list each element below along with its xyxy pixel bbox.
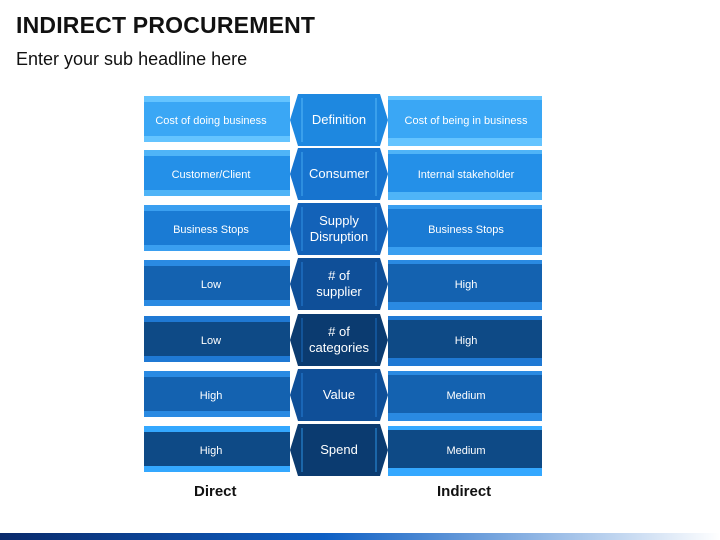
criteria-hexagon: Supply Disruption [290,203,388,255]
criteria-hexagon: # of categories [290,314,388,366]
indirect-column-label: Indirect [437,483,492,500]
criteria-label: # of categories [309,324,369,355]
direct-column-label: Direct [194,483,237,500]
comparison-row: Cost of doing business Cost of being in b… [144,94,542,146]
criteria-label: Consumer [309,166,369,181]
criteria-label: # of supplier [316,268,362,299]
criteria-hexagon: Consumer [290,148,388,200]
comparison-row: High Medium Value [144,369,542,421]
comparison-row: Low High # of supplier [144,258,542,310]
row-band [144,426,542,476]
comparison-row: Low High # of categories [144,314,542,366]
row-band [144,316,542,366]
direct-value: High [199,445,223,457]
row-band [144,96,542,146]
indirect-value: Business Stops [428,224,504,236]
indirect-value: Internal stakeholder [417,169,515,181]
row-band [144,371,542,421]
direct-value: Low [200,335,222,347]
indirect-value: Cost of being in business [404,115,528,127]
indirect-value: Medium [446,445,486,457]
page-title: INDIRECT PROCUREMENT [16,12,316,38]
row-band [144,260,542,310]
criteria-hexagon: # of supplier [290,258,388,310]
criteria-label: Supply Disruption [309,213,369,244]
direct-value: High [199,390,223,402]
footer-bar [0,533,720,540]
criteria-label: Definition [311,112,367,127]
page-subtitle: Enter your sub headline here [16,49,248,69]
criteria-label: Spend [320,442,358,457]
comparison-row: High Medium Spend [144,424,542,476]
indirect-value: Medium [446,390,486,402]
indirect-value: High [454,335,478,347]
row-band [144,150,542,200]
criteria-label: Value [322,387,356,402]
comparison-row: Customer/Client Internal stakeholder Consu… [144,148,542,200]
criteria-hexagon: Definition [290,94,388,146]
direct-value: Business Stops [173,224,249,236]
direct-value: Cost of doing business [155,115,267,127]
comparison-row: Business Stops Business Stops Supply Disru… [144,203,542,255]
direct-value: Low [200,279,222,291]
direct-value: Customer/Client [171,169,251,181]
indirect-value: High [454,279,478,291]
row-band [144,205,542,255]
criteria-hexagon: Value [290,369,388,421]
criteria-hexagon: Spend [290,424,388,476]
